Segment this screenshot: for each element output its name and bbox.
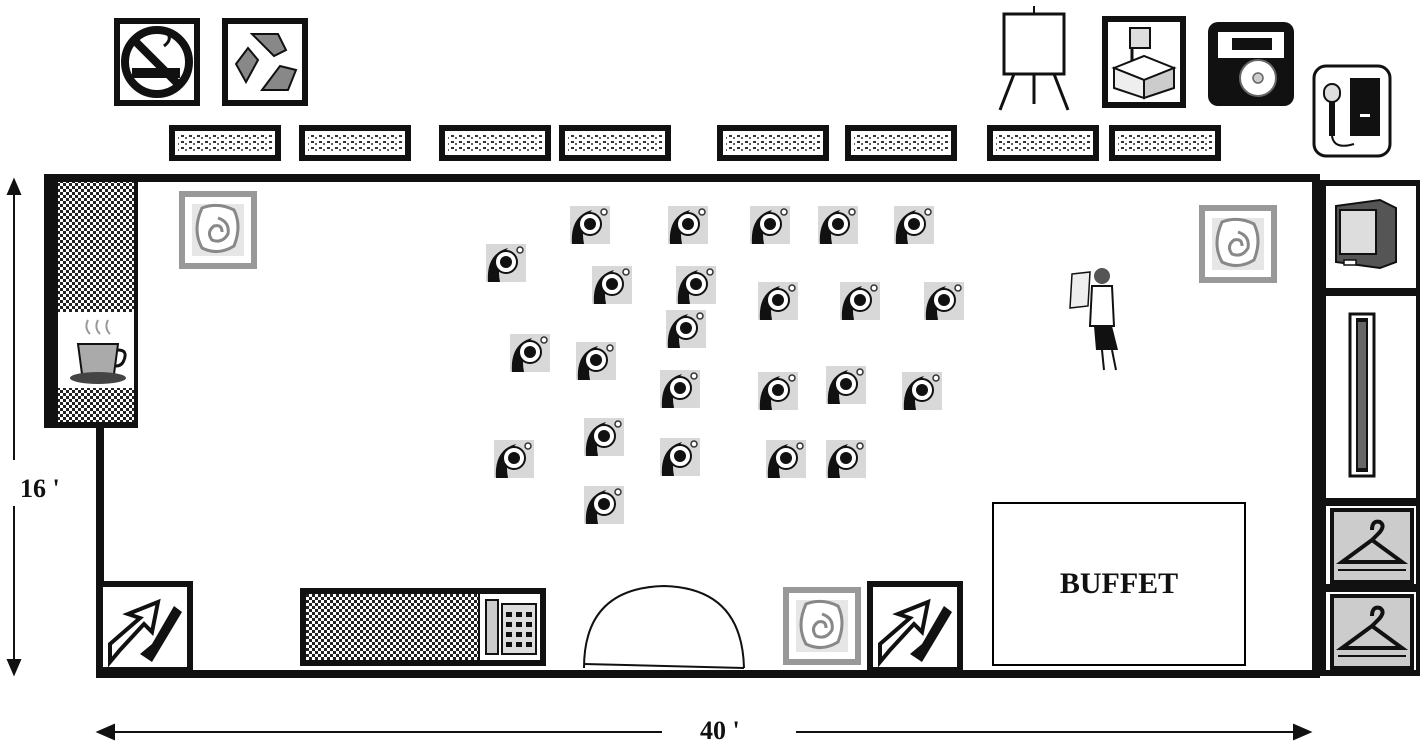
presenter-person-icon [1069, 268, 1118, 371]
door-arrow-right [870, 584, 960, 670]
coat-hanger-icon [1330, 594, 1414, 670]
attendee-group [485, 205, 965, 525]
height-dimension-label: 16 ' [20, 474, 60, 503]
vcr-cd-icon [1208, 22, 1294, 106]
coffee-cup-icon [70, 319, 127, 384]
entry-door-icon [583, 584, 745, 669]
rose-decor-icon [786, 590, 858, 662]
rose-decor-icon [1202, 208, 1274, 280]
television-icon [1335, 198, 1397, 270]
height-dimension-arrow [6, 177, 22, 677]
microphone-speaker-icon [1312, 64, 1392, 158]
flipchart-easel-icon [998, 6, 1070, 111]
overhead-projector-icon [1102, 16, 1186, 108]
table-strip [172, 128, 1218, 158]
telephone-icon [485, 599, 537, 655]
recycle-icon [222, 18, 308, 106]
buffet-label: BUFFET [1059, 567, 1179, 600]
coat-hanger-icon [1330, 508, 1414, 584]
buffet-table: BUFFET [992, 502, 1246, 666]
rose-decor-icon [182, 194, 254, 266]
width-dimension-label: 40 ' [700, 716, 740, 745]
no-smoking-icon [114, 18, 200, 106]
projection-screen-icon [1348, 312, 1376, 478]
width-dimension-arrow [95, 723, 1313, 741]
door-arrow-left [100, 584, 190, 670]
coffee-station [44, 174, 138, 428]
